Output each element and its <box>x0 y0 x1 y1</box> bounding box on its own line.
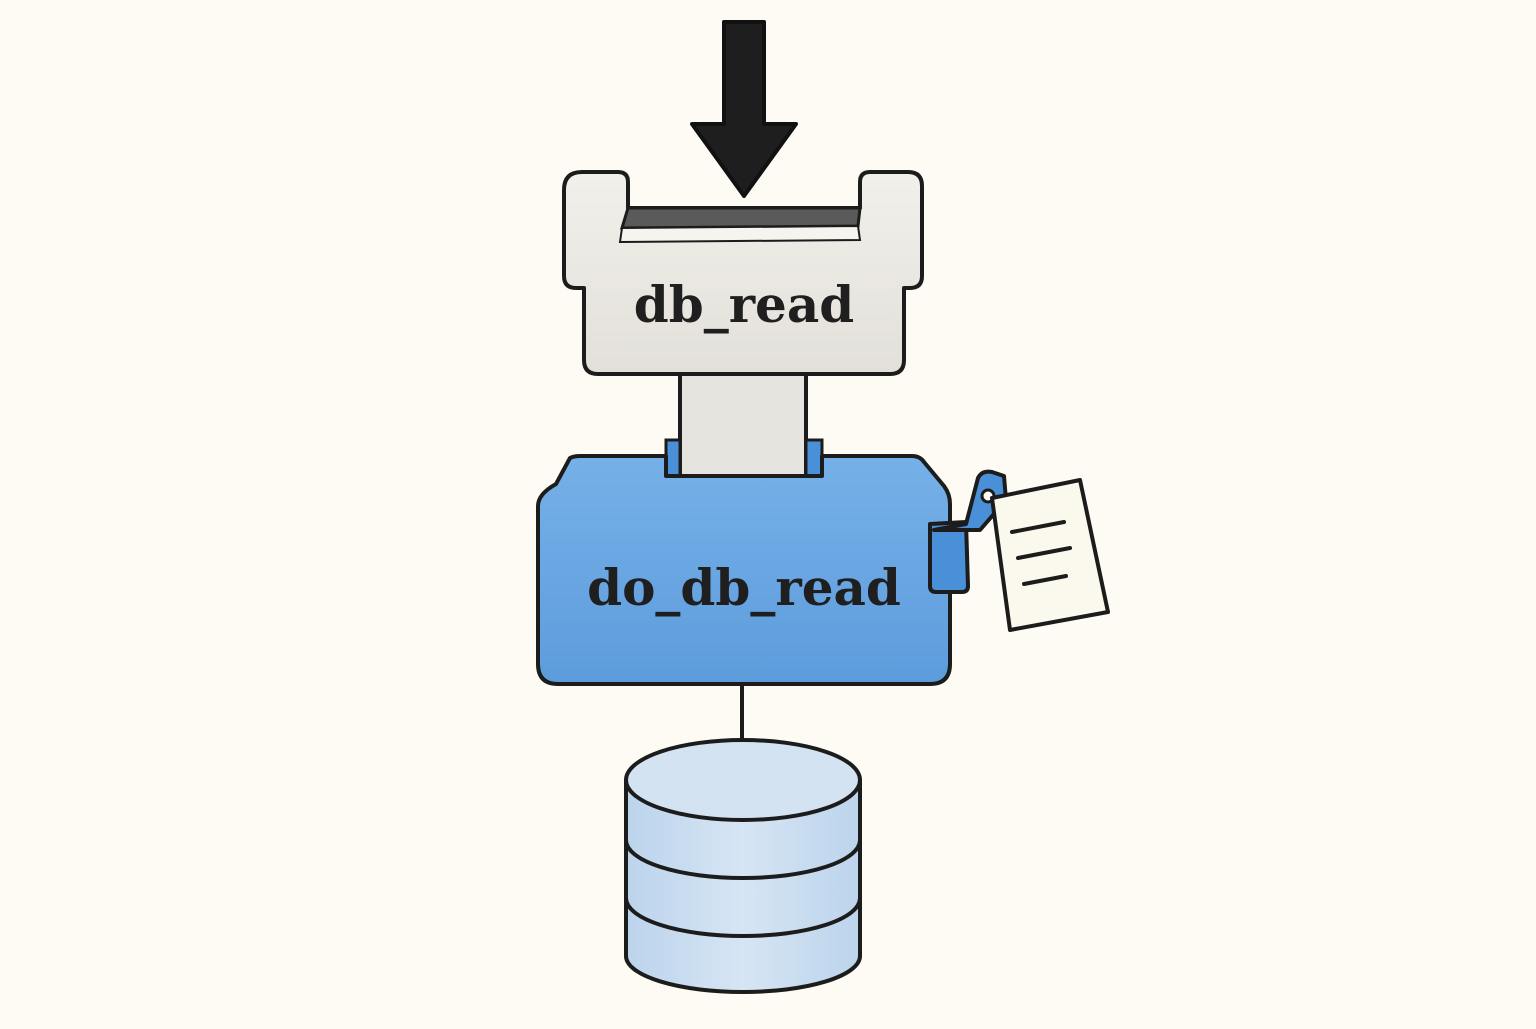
note-icon <box>990 478 1110 632</box>
do-db-read-block[interactable]: do_db_read <box>536 438 952 686</box>
clip-icon <box>928 469 1008 594</box>
do-db-read-label: do_db_read <box>587 558 901 617</box>
db-read-label: db_read <box>634 275 854 334</box>
connector-shaft <box>678 368 808 480</box>
down-arrow-icon <box>690 20 798 198</box>
db-read-block[interactable]: db_read <box>562 170 924 376</box>
database-icon[interactable] <box>624 738 862 994</box>
